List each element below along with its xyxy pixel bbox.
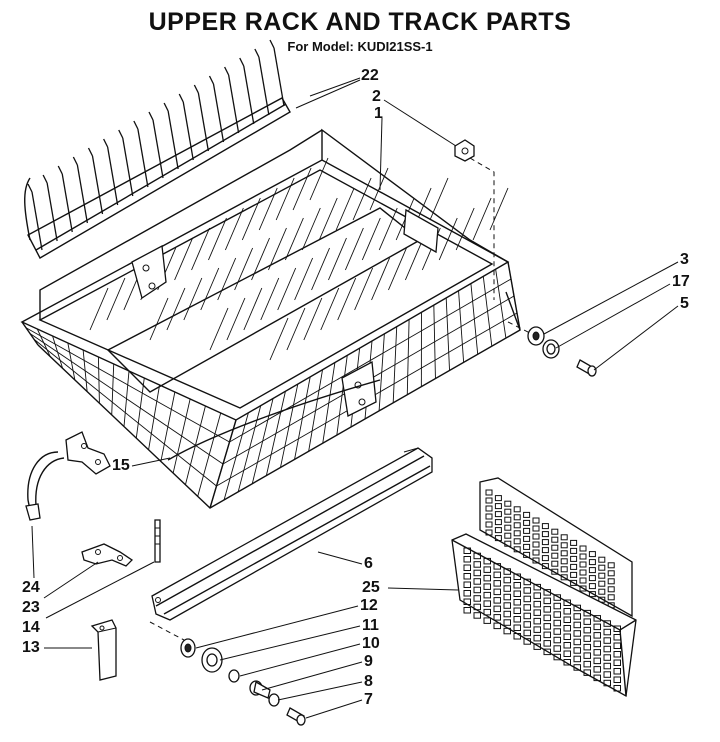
- callout-22: 22: [361, 67, 379, 84]
- callout-17: 17: [672, 273, 690, 290]
- callout-5: 5: [680, 295, 689, 312]
- callout-23: 23: [22, 599, 40, 616]
- track-part-6: [149, 447, 433, 641]
- callout-10: 10: [362, 635, 380, 652]
- callout-2: 2: [372, 88, 381, 105]
- callout-11: 11: [362, 617, 379, 634]
- support-wire-part-15: [167, 379, 381, 461]
- tine-row-part-22: [24, 39, 291, 259]
- callout-8: 8: [364, 673, 373, 690]
- leader-lines: [31, 77, 679, 719]
- callout-9: 9: [364, 653, 373, 670]
- callout-6: 6: [364, 555, 373, 572]
- callout-14: 14: [22, 619, 40, 636]
- roller-hardware-parts-3-17-5: [507, 321, 597, 377]
- bracket-part-23: [81, 543, 134, 567]
- callout-15: 15: [112, 457, 130, 474]
- callout-7: 7: [364, 691, 373, 708]
- clip-part-24: [25, 431, 111, 521]
- end-cap-part-13: [90, 619, 117, 681]
- nut-part-2: [454, 139, 495, 300]
- callout-13: 13: [22, 639, 40, 656]
- pin-part-14: [154, 519, 161, 563]
- callout-1: 1: [374, 105, 383, 122]
- callout-25: 25: [362, 579, 380, 596]
- page-title: UPPER RACK AND TRACK PARTS: [148, 8, 572, 36]
- wheel-stack-parts-12-7: [180, 638, 306, 726]
- model-subtitle: For Model: KUDI21SS-1: [287, 39, 433, 54]
- callout-3: 3: [680, 251, 689, 268]
- callout-12: 12: [360, 597, 378, 614]
- rack-part-1: [20, 128, 521, 509]
- callout-24: 24: [22, 579, 40, 596]
- basket-part-25: [451, 477, 637, 698]
